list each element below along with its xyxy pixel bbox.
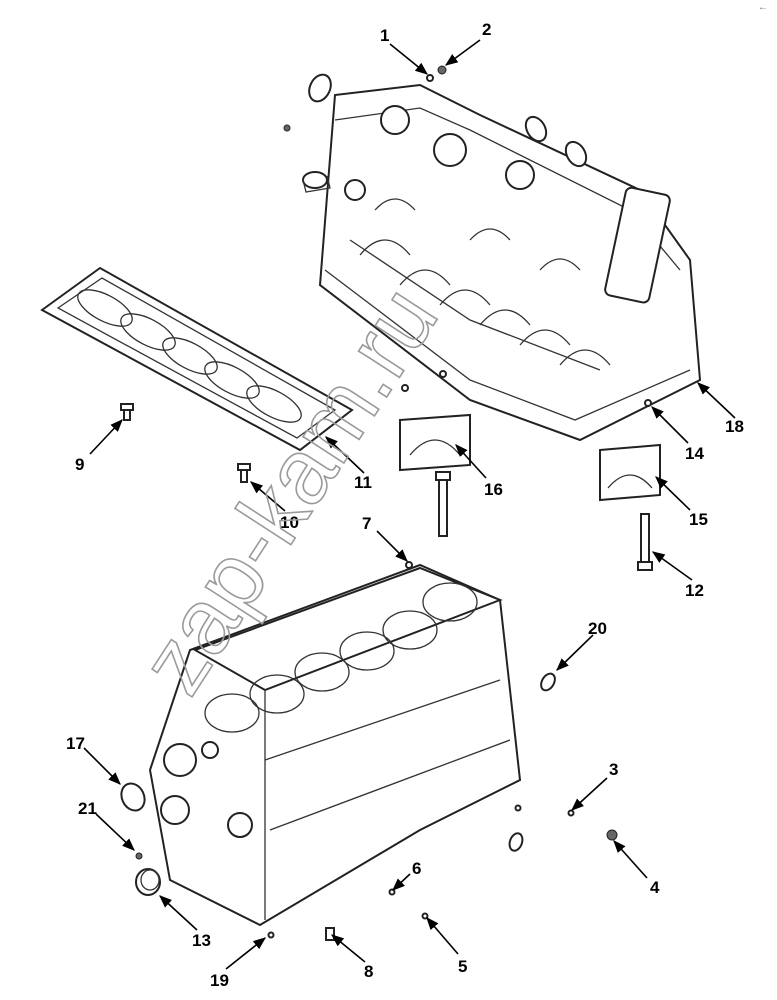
callout-4: 4 [650, 878, 660, 897]
engine-block-bottom-view [318, 83, 702, 442]
callout-5: 5 [458, 957, 467, 976]
plug [135, 852, 143, 860]
cap-bolt [435, 471, 451, 537]
thrust-bearing-cap [599, 443, 661, 502]
callout-8: 8 [364, 962, 373, 981]
small-bolt [237, 463, 251, 483]
o-ring [120, 782, 146, 812]
seal-sleeve [302, 171, 331, 193]
callout-21: 21 [78, 799, 97, 818]
callout-9: 9 [75, 455, 84, 474]
corner-mark: ← [758, 2, 768, 13]
plug [514, 804, 522, 812]
callout-6: 6 [412, 859, 421, 878]
plug [421, 912, 429, 920]
callout-7: 7 [362, 514, 371, 533]
dowel [644, 399, 652, 407]
callout-19: 19 [210, 971, 229, 990]
small-bolt [120, 403, 134, 421]
dowel [439, 370, 447, 378]
callout-17: 17 [66, 734, 85, 753]
cup-plug [135, 868, 161, 896]
plug [437, 65, 447, 75]
leader-lines [83, 39, 736, 970]
callout-15: 15 [689, 510, 708, 529]
plug [283, 124, 291, 132]
callouts: 1 2 3 4 5 6 7 8 9 10 11 12 13 14 15 16 1… [66, 20, 744, 990]
dowel [401, 384, 409, 392]
plug [567, 809, 575, 817]
callout-2: 2 [482, 20, 491, 39]
callout-18: 18 [725, 417, 744, 436]
callout-14: 14 [685, 444, 704, 463]
o-ring [308, 73, 332, 103]
callout-20: 20 [588, 619, 607, 638]
callout-3: 3 [609, 760, 618, 779]
callout-11: 11 [354, 473, 372, 492]
engine-block-top-view [148, 563, 522, 927]
o-ring [524, 115, 548, 143]
dowel [405, 561, 413, 569]
cap-bolt [637, 513, 653, 571]
plug [267, 931, 275, 939]
o-ring [540, 672, 556, 692]
callout-16: 16 [484, 480, 503, 499]
callout-12: 12 [685, 581, 704, 600]
plug [426, 74, 434, 82]
plug [606, 829, 618, 841]
small-bolt [325, 927, 335, 941]
o-ring [508, 832, 524, 852]
bearing-cap [399, 413, 471, 472]
callout-10: 10 [280, 513, 299, 532]
o-ring [564, 140, 588, 168]
callout-13: 13 [192, 931, 211, 950]
callout-1: 1 [380, 26, 389, 45]
oil-pan-gasket [40, 266, 354, 452]
